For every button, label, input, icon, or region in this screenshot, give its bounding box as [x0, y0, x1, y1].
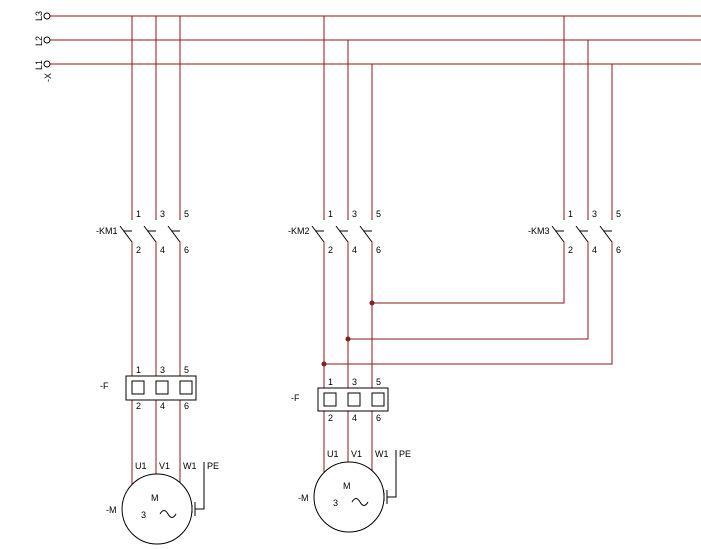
thermal-element: [371, 392, 385, 407]
motor-terminal-label: W1: [375, 449, 389, 459]
contactor-tag: -KM1: [96, 226, 118, 236]
terminal-number: 6: [376, 413, 381, 423]
thermal-element: [179, 380, 193, 395]
contactor-tag: -KM2: [288, 226, 310, 236]
contactor-km3[interactable]: -KM3 1 3 5 2 4 6: [528, 209, 621, 255]
terminal-l3: [43, 12, 51, 20]
motor-tag: -M: [106, 505, 117, 515]
terminal-strip-label: -X: [43, 73, 53, 82]
terminal-number: 4: [160, 245, 165, 255]
contactor-contacts: [551, 225, 613, 243]
terminal-number: 4: [352, 245, 357, 255]
terminal-number: 6: [184, 401, 189, 411]
contactor-km1[interactable]: -KM1 1 3 5 2 4 6: [96, 209, 189, 255]
motor-symbol: M: [151, 493, 159, 503]
terminal-number: 5: [376, 377, 381, 387]
motor-1[interactable]: -M M 3 U1 V1 W1 PE: [106, 461, 219, 545]
motor-terminal-label: W1: [183, 461, 197, 471]
phase-label-l3: L3: [34, 11, 44, 21]
thermal-element: [155, 380, 169, 395]
overload-relay-2[interactable]: -F 1 3 5 2 4 6: [291, 377, 389, 423]
terminal-number: 3: [160, 209, 165, 219]
contactor-contacts: [311, 225, 373, 243]
contactor-contacts: [119, 225, 181, 243]
ground-icon: [383, 450, 397, 504]
branch-2-wiring: [323, 16, 373, 480]
terminal-number: 6: [616, 245, 621, 255]
junction-dot: [369, 300, 375, 306]
motor-phase-count: 3: [141, 510, 146, 520]
motor-terminal-label: U1: [135, 461, 147, 471]
junctions: [321, 300, 375, 367]
motor-terminal-label: V1: [159, 461, 170, 471]
terminal-number: 1: [136, 365, 141, 375]
terminal-number: 1: [328, 209, 333, 219]
terminal-number: 3: [160, 365, 165, 375]
motor-2[interactable]: -M M 3 U1 V1 W1 PE: [298, 449, 411, 533]
terminal-l2: [43, 36, 51, 44]
thermal-element: [323, 392, 337, 407]
overload-relay-1[interactable]: -F 1 3 5 2 4 6: [100, 365, 197, 411]
contactor-tag: -KM3: [528, 226, 550, 236]
motor-symbol: M: [343, 481, 351, 491]
motor-circle: [313, 461, 385, 533]
ac-wave-icon: [159, 510, 177, 518]
terminal-number: 4: [592, 245, 597, 255]
terminal-number: 3: [352, 209, 357, 219]
supply-bus: L3 L2 L1 -X: [34, 11, 701, 82]
terminal-number: 5: [616, 209, 621, 219]
terminal-number: 6: [376, 245, 381, 255]
terminal-number: 2: [136, 245, 141, 255]
motor-tag: -M: [298, 493, 309, 503]
terminal-number: 5: [376, 209, 381, 219]
branch-1-wiring: [131, 16, 181, 487]
terminal-number: 2: [136, 401, 141, 411]
motor-pe-label: PE: [399, 449, 411, 459]
motor-terminal-label: V1: [351, 449, 362, 459]
terminal-number: 3: [352, 377, 357, 387]
terminal-number: 2: [568, 245, 573, 255]
terminal-number: 4: [352, 413, 357, 423]
terminal-number: 3: [592, 209, 597, 219]
contactor-km2[interactable]: -KM2 1 3 5 2 4 6: [288, 209, 381, 255]
motor-terminal-label: U1: [327, 449, 339, 459]
phase-label-l1: L1: [34, 60, 44, 70]
junction-dot: [345, 336, 351, 342]
terminal-number: 2: [328, 245, 333, 255]
phase-label-l2: L2: [34, 36, 44, 46]
junction-dot: [321, 361, 327, 367]
terminal-number: 4: [160, 401, 165, 411]
overload-tag: -F: [100, 381, 109, 391]
branch-3-wiring: [324, 16, 613, 365]
terminal-number: 6: [184, 245, 189, 255]
thermal-element: [347, 392, 361, 407]
terminal-number: 5: [184, 365, 189, 375]
terminal-number: 1: [568, 209, 573, 219]
terminal-number: 2: [328, 413, 333, 423]
ac-wave-icon: [351, 498, 369, 506]
terminal-l1: [43, 60, 51, 68]
terminal-number: 1: [328, 377, 333, 387]
overload-tag: -F: [291, 393, 300, 403]
terminal-number: 1: [136, 209, 141, 219]
thermal-element: [131, 380, 145, 395]
motor-circle: [121, 473, 193, 545]
motor-phase-count: 3: [333, 498, 338, 508]
motor-pe-label: PE: [207, 461, 219, 471]
ground-icon: [191, 462, 205, 516]
terminal-number: 5: [184, 209, 189, 219]
